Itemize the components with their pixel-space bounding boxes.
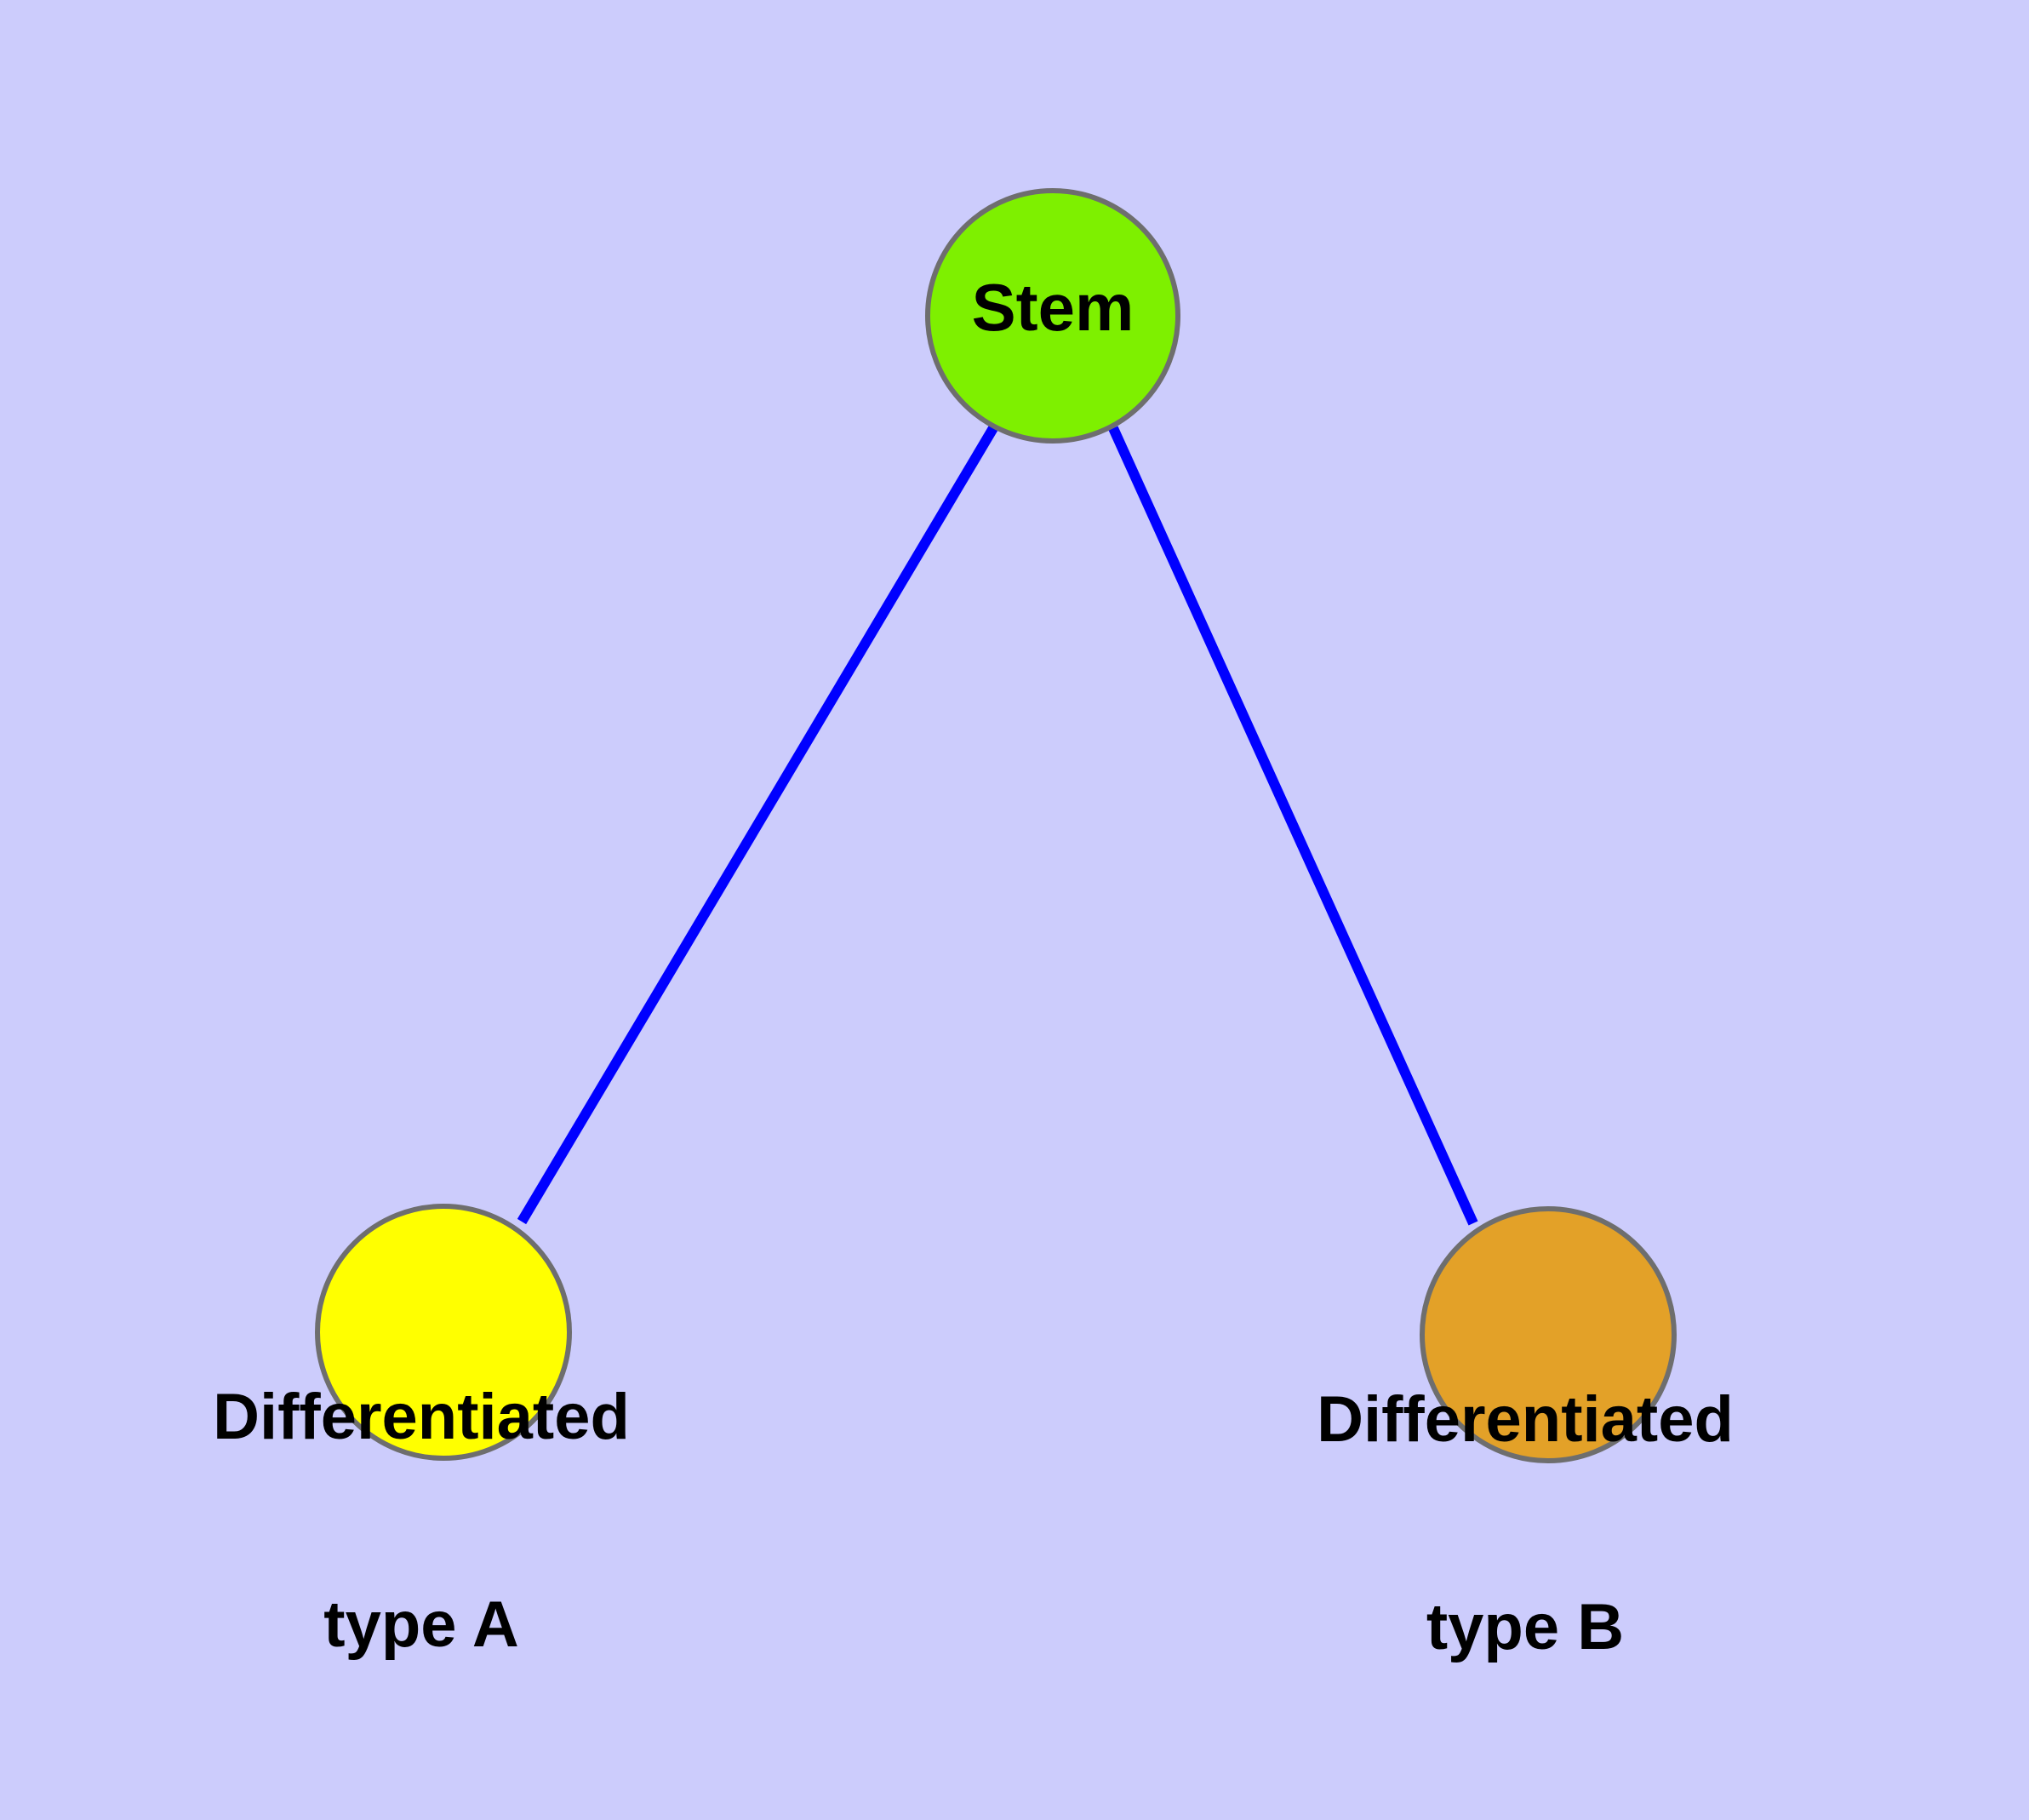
node-differentiated-type-b-label-line2: type B [1426,1590,1625,1663]
node-differentiated-type-a-label-line2: type A [323,1588,519,1661]
edge-stem-to-differentiated-type-a[interactable] [517,425,998,1225]
node-stem[interactable] [925,188,1180,444]
node-stem-label: Stem [971,270,1135,345]
node-differentiated-type-b-label-line1: Differentiated [1317,1382,1734,1456]
node-differentiated-type-a-label: Differentiated type A [166,1244,677,1798]
node-differentiated-type-b[interactable] [1420,1206,1677,1463]
node-differentiated-type-a[interactable] [315,1204,572,1461]
edge-stem-to-differentiated-type-b[interactable] [1108,426,1478,1226]
node-differentiated-type-a-label-line1: Differentiated [213,1380,630,1453]
node-differentiated-type-b-label: Differentiated type B [1270,1246,1780,1800]
